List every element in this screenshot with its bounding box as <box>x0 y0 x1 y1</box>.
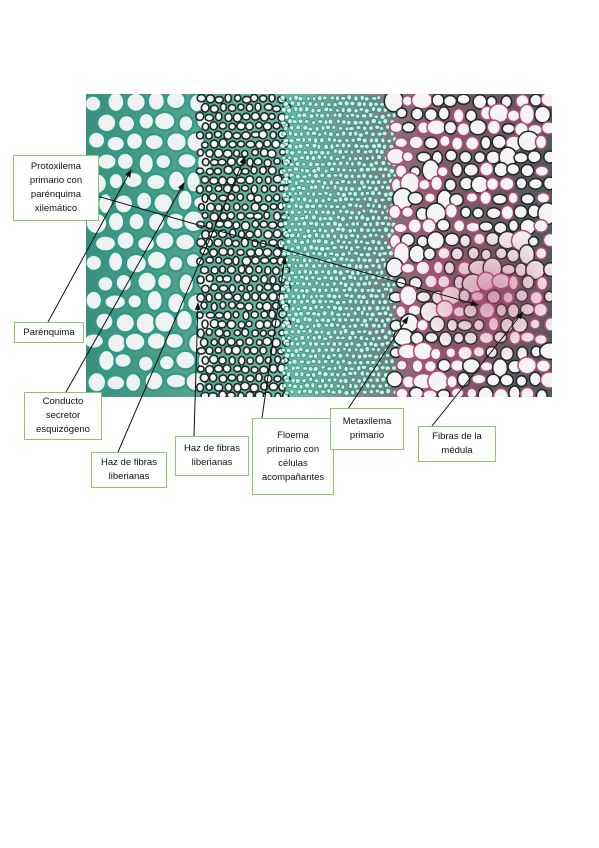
label-conducto-secretor: Conducto secretor esquizógeno <box>24 392 102 440</box>
label-metaxilema: Metaxilema primario <box>330 408 404 450</box>
label-floema-primario: Floema primario con células acompañantes <box>252 418 334 495</box>
stem-cross-section-micrograph <box>86 94 552 397</box>
label-protoxilema: Protoxilema primario con parénquima xile… <box>13 155 99 221</box>
label-haz-fibras-2: Haz de fibras liberianas <box>175 436 249 476</box>
label-haz-fibras-1: Haz de fibras liberianas <box>91 452 167 488</box>
label-parenquima: Parénquima <box>14 322 84 343</box>
label-fibras-medula: Fibras de la médula <box>418 426 496 462</box>
